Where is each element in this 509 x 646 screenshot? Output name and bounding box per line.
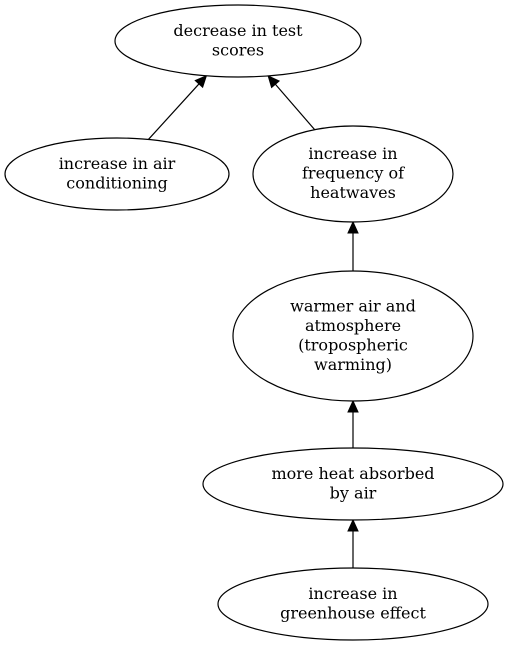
edges-layer — [147, 74, 359, 568]
node-label-line: frequency of — [302, 164, 405, 183]
arrowhead — [267, 74, 281, 89]
node-ellipse — [232, 270, 474, 402]
node-label-line: warming) — [314, 355, 392, 374]
node-label-line: (tropospheric — [298, 335, 408, 354]
node-label-line: increase in air — [59, 154, 176, 173]
edge-greenhouse-to-heat-absorbed — [347, 518, 359, 568]
edge-line — [274, 83, 316, 131]
node-label-line: more heat absorbed — [271, 464, 434, 483]
node-ellipse — [4, 137, 230, 211]
node-ellipse — [252, 125, 454, 223]
node-label-line: by air — [330, 483, 377, 502]
arrowhead — [347, 399, 359, 413]
node-label-line: increase in — [308, 584, 397, 603]
arrowhead — [194, 74, 208, 89]
node-label-line: atmosphere — [305, 316, 401, 335]
node-label-line: heatwaves — [310, 183, 396, 202]
arrowhead — [347, 518, 359, 532]
node-label-line: scores — [212, 40, 264, 59]
node-label-line: conditioning — [66, 173, 167, 192]
edge-warmer-air-to-heatwaves — [347, 220, 359, 271]
edge-heat-absorbed-to-warmer-air — [347, 399, 359, 448]
node-ellipse — [217, 567, 489, 641]
node-label-line: greenhouse effect — [280, 603, 426, 622]
node-label-line: increase in — [308, 144, 397, 163]
node-warmer-air: warmer air andatmosphere(troposphericwar… — [232, 270, 474, 402]
node-ellipse — [202, 447, 504, 521]
node-label-line: decrease in test — [173, 21, 303, 40]
node-ellipse — [114, 4, 362, 78]
edge-heatwaves-to-test-scores — [267, 74, 316, 131]
edge-air-conditioning-to-test-scores — [147, 74, 208, 140]
edge-line — [147, 83, 200, 140]
node-label-line: warmer air and — [290, 296, 416, 315]
arrowhead — [347, 220, 359, 234]
